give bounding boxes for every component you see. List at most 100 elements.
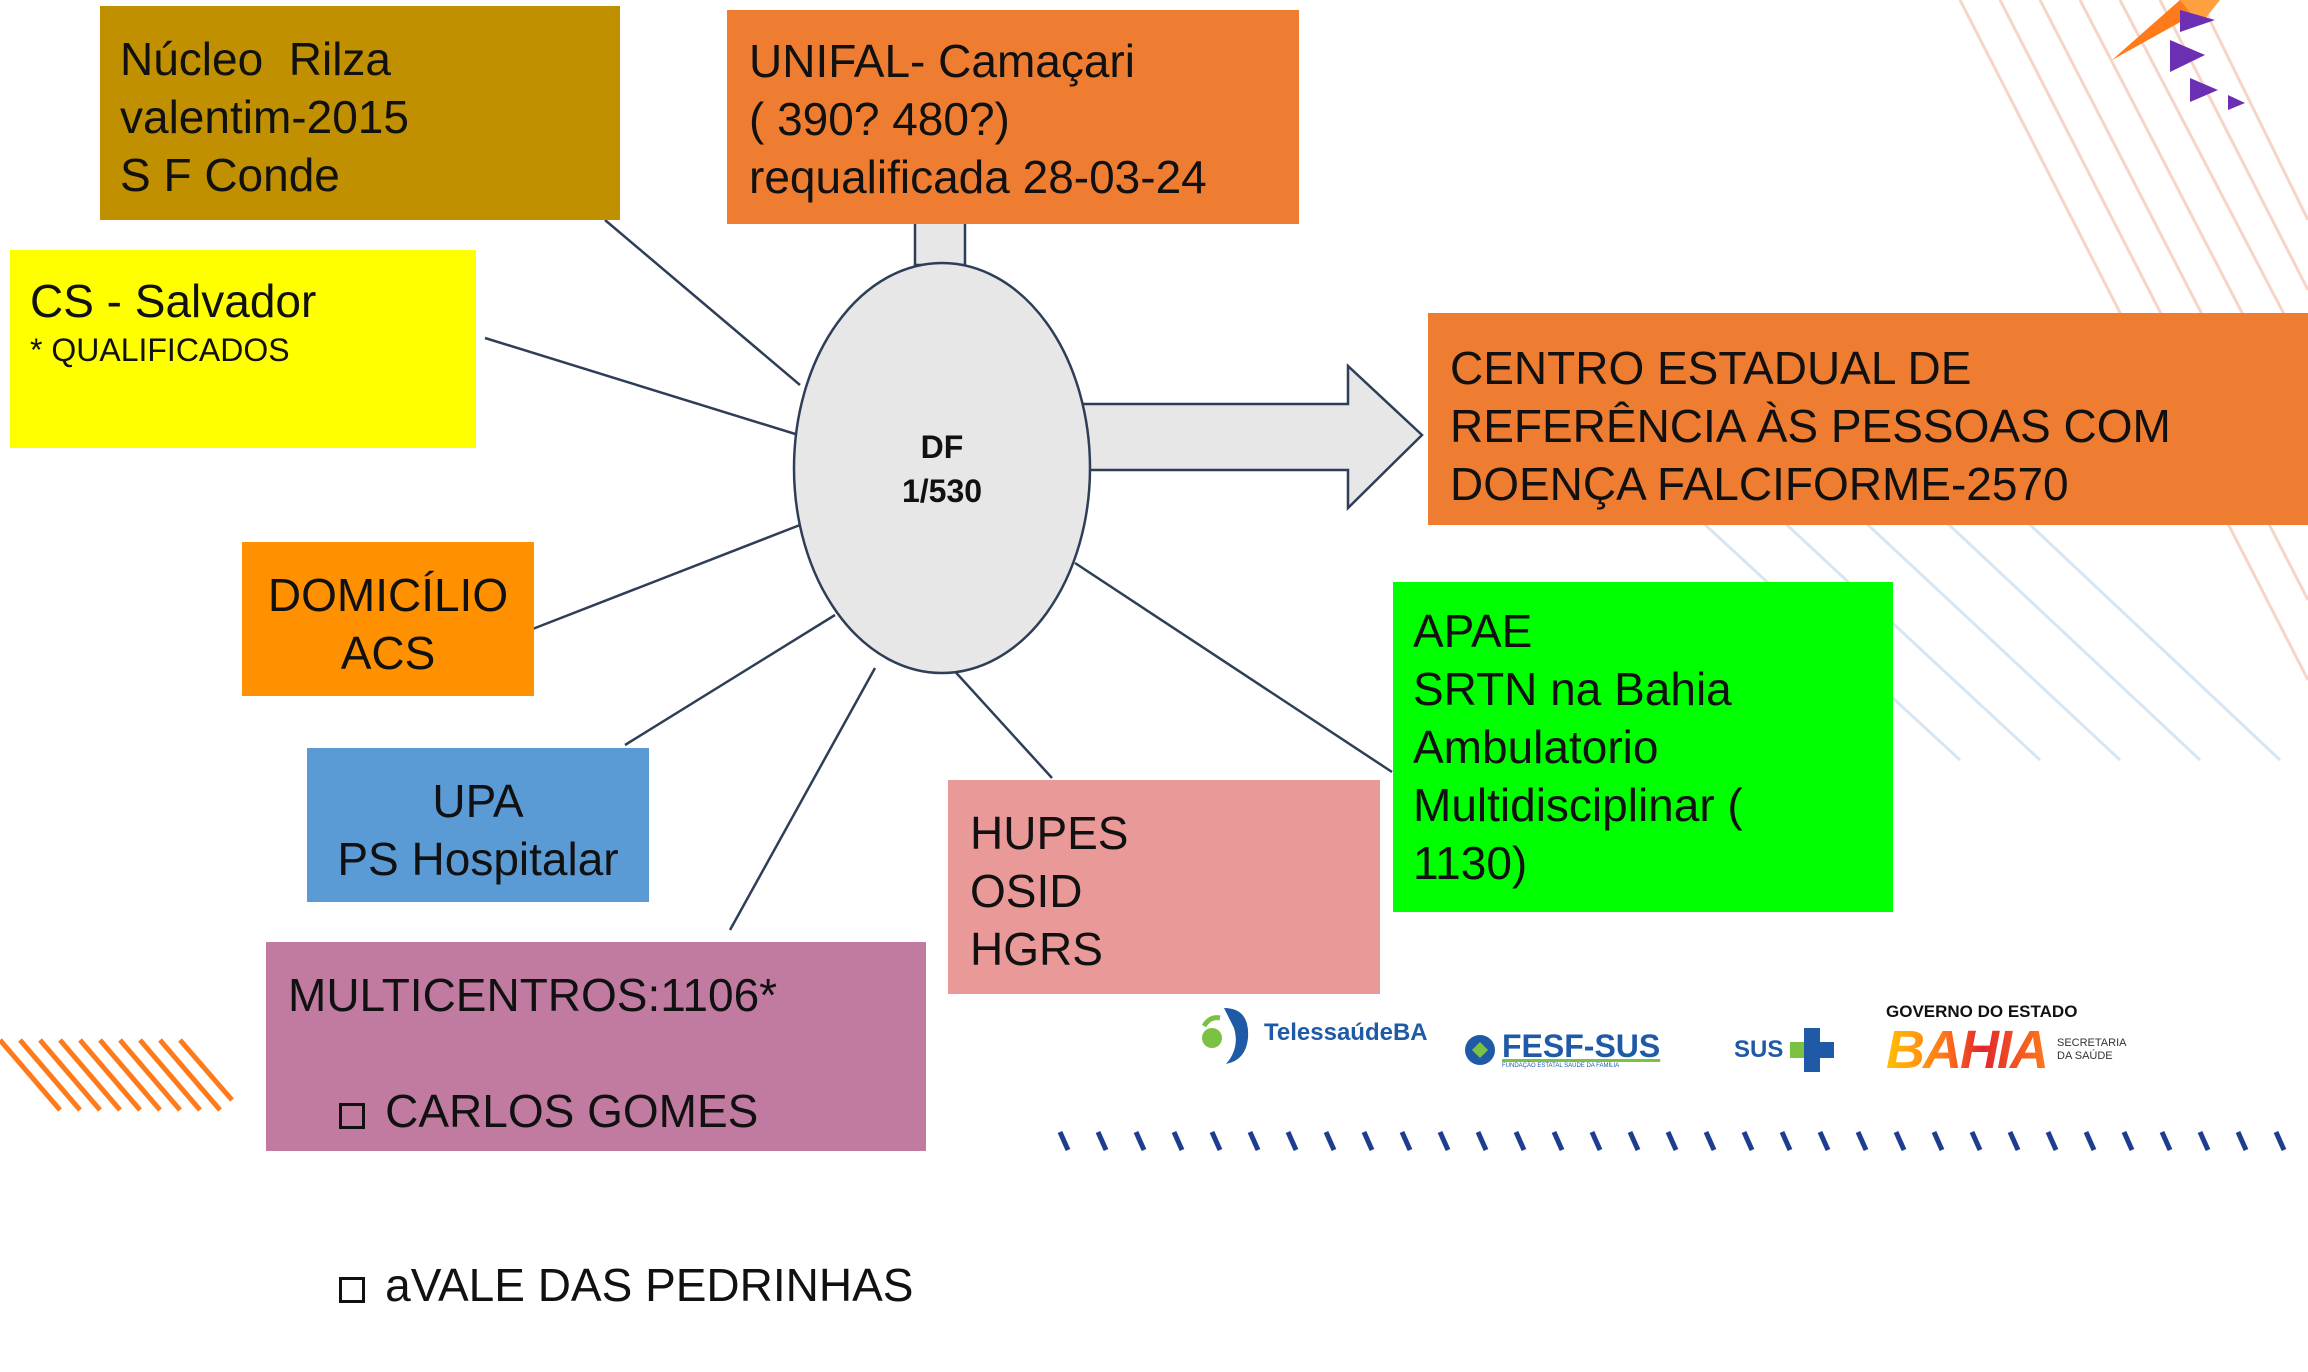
hupes-line-1: HUPES xyxy=(970,807,1129,859)
da-saude-text: DA SAÚDE xyxy=(2057,1050,2113,1062)
box-unifal: UNIFAL- Camaçari ( 390? 480?) requalific… xyxy=(727,10,1299,224)
box-multicentros: MULTICENTROS:1106* CARLOS GOMES aVALE DA… xyxy=(266,942,926,1311)
multicentros-title: MULTICENTROS:1106* xyxy=(288,969,778,1021)
connector-rilza xyxy=(604,219,801,386)
fesf-subtext: FUNDAÇÃO ESTATAL SAÚDE DA FAMÍLIA xyxy=(1502,1063,1620,1069)
centro-line-2: REFERÊNCIA ÀS PESSOAS COM xyxy=(1450,400,2171,452)
apae-line-4: Multidisciplinar ( xyxy=(1413,779,1743,831)
hatch-pattern-left xyxy=(0,1038,234,1112)
box-upa: UPA PS Hospitalar xyxy=(307,748,649,902)
multicentros-item-2: aVALE DAS PEDRINHAS xyxy=(288,1198,926,1372)
box-apae: APAE SRTN na Bahia Ambulatorio Multidisc… xyxy=(1393,582,1893,912)
connector-multicentros xyxy=(728,667,877,931)
tick-mark xyxy=(2121,1130,2135,1151)
multicentros-item-2-label: aVALE DAS PEDRINHAS xyxy=(385,1259,914,1311)
connector-hupes xyxy=(949,665,1053,779)
tick-mark xyxy=(1627,1130,1641,1151)
tick-mark xyxy=(1285,1130,1299,1151)
tick-mark xyxy=(2083,1130,2097,1151)
sus-logo: SUS xyxy=(1734,1025,1837,1075)
bahia-wordmark: BAHIA xyxy=(1886,1020,2049,1080)
tick-mark xyxy=(1741,1130,1755,1151)
tick-mark xyxy=(1665,1130,1679,1151)
upa-line-2: PS Hospitalar xyxy=(337,833,619,885)
telessaude-text: TelessaúdeBA xyxy=(1264,1019,1428,1046)
tick-mark xyxy=(1437,1130,1451,1151)
tick-mark xyxy=(1057,1130,1071,1151)
centro-line-3: DOENÇA FALCIFORME-2570 xyxy=(1450,458,2069,510)
unifal-line-3: requalificada 28-03-24 xyxy=(749,151,1207,203)
apae-line-3: Ambulatorio xyxy=(1413,721,1659,773)
unifal-line-1: UNIFAL- Camaçari xyxy=(749,35,1135,87)
sus-cross-icon xyxy=(1790,1028,1835,1072)
connector-cs xyxy=(484,336,806,439)
multicentros-item-1-label: CARLOS GOMES xyxy=(385,1085,759,1137)
domicilio-line-1: DOMICÍLIO xyxy=(267,569,509,621)
center-ellipse xyxy=(792,261,1092,675)
telessaude-logo: TelessaúdeBA xyxy=(1190,998,1428,1068)
domicilio-line-2: ACS xyxy=(340,627,436,679)
secretaria-text: SECRETARIA xyxy=(2057,1037,2127,1049)
box-rilza: Núcleo Rilza valentim-2015 S F Conde xyxy=(100,6,620,220)
tick-mark xyxy=(2235,1130,2249,1151)
checkbox-icon xyxy=(339,1103,366,1129)
center-label-line2: 1/530 xyxy=(902,473,982,509)
hupes-line-3: HGRS xyxy=(970,923,1103,975)
fesf-sus-logo: FESF-SUS FUNDAÇÃO ESTATAL SAÚDE DA FAMÍL… xyxy=(1462,1025,1660,1075)
unifal-line-2: ( 390? 480?) xyxy=(749,93,1010,145)
center-label-line1: DF xyxy=(921,429,964,465)
tick-mark xyxy=(1589,1130,1603,1151)
tick-mark xyxy=(1361,1130,1375,1151)
apae-line-2: SRTN na Bahia xyxy=(1413,663,1732,715)
fesf-icon xyxy=(1465,1035,1495,1065)
hupes-line-2: OSID xyxy=(970,865,1083,917)
tick-mark xyxy=(1247,1130,1261,1151)
tick-mark xyxy=(1323,1130,1337,1151)
tick-mark xyxy=(1475,1130,1489,1151)
rilza-line-2: valentim-2015 xyxy=(120,91,409,143)
connector-domicilio xyxy=(529,523,801,632)
tick-mark xyxy=(1855,1130,1869,1151)
box-cs-salvador: CS - Salvador * QUALIFICADOS xyxy=(10,250,476,448)
centro-line-1: CENTRO ESTADUAL DE xyxy=(1450,342,1972,394)
tick-mark xyxy=(1399,1130,1413,1151)
governo-bahia-logo: GOVERNO DO ESTADO BAHIA SECRETARIA DA SA… xyxy=(1886,1002,2126,1082)
tick-mark xyxy=(1513,1130,1527,1151)
tick-mark xyxy=(1969,1130,1983,1151)
tick-mark xyxy=(1209,1130,1223,1151)
box-centro-estadual: CENTRO ESTADUAL DE REFERÊNCIA ÀS PESSOAS… xyxy=(1428,313,2308,525)
box-domicilio: DOMICÍLIO ACS xyxy=(242,542,534,696)
checkbox-icon xyxy=(339,1277,366,1303)
governo-title: GOVERNO DO ESTADO xyxy=(1886,1002,2078,1021)
tick-mark xyxy=(1893,1130,1907,1151)
apae-line-1: APAE xyxy=(1413,605,1533,657)
tick-mark xyxy=(1817,1130,1831,1151)
bottom-tick-pattern xyxy=(1057,1130,2287,1151)
tick-mark xyxy=(1931,1130,1945,1151)
sus-text: SUS xyxy=(1734,1036,1784,1063)
tick-mark xyxy=(1171,1130,1185,1151)
connector-upa xyxy=(624,613,836,747)
fesf-text: FESF-SUS xyxy=(1502,1028,1661,1064)
apae-line-5: 1130) xyxy=(1413,837,1528,889)
tick-mark xyxy=(2159,1130,2173,1151)
multicentros-item-1: CARLOS GOMES xyxy=(288,1024,926,1198)
tick-mark xyxy=(2273,1130,2287,1151)
tick-mark xyxy=(1779,1130,1793,1151)
tick-mark xyxy=(2045,1130,2059,1151)
corner-arrows-logo xyxy=(2112,0,2245,110)
tick-mark xyxy=(1703,1130,1717,1151)
tick-mark xyxy=(2197,1130,2211,1151)
rilza-line-3: S F Conde xyxy=(120,149,340,201)
tick-mark xyxy=(1551,1130,1565,1151)
upa-line-1: UPA xyxy=(432,775,524,827)
arrow-right-to-centro xyxy=(1073,363,1424,511)
box-hupes: HUPES OSID HGRS xyxy=(948,780,1380,994)
tick-mark xyxy=(1133,1130,1147,1151)
rilza-line-1: Núcleo Rilza xyxy=(120,33,391,85)
telessaude-icon xyxy=(1201,1008,1249,1064)
tick-mark xyxy=(1095,1130,1109,1151)
cs-subtitle: * QUALIFICADOS xyxy=(30,332,290,368)
connector-apae xyxy=(1074,561,1393,774)
cs-title: CS - Salvador xyxy=(30,275,317,327)
